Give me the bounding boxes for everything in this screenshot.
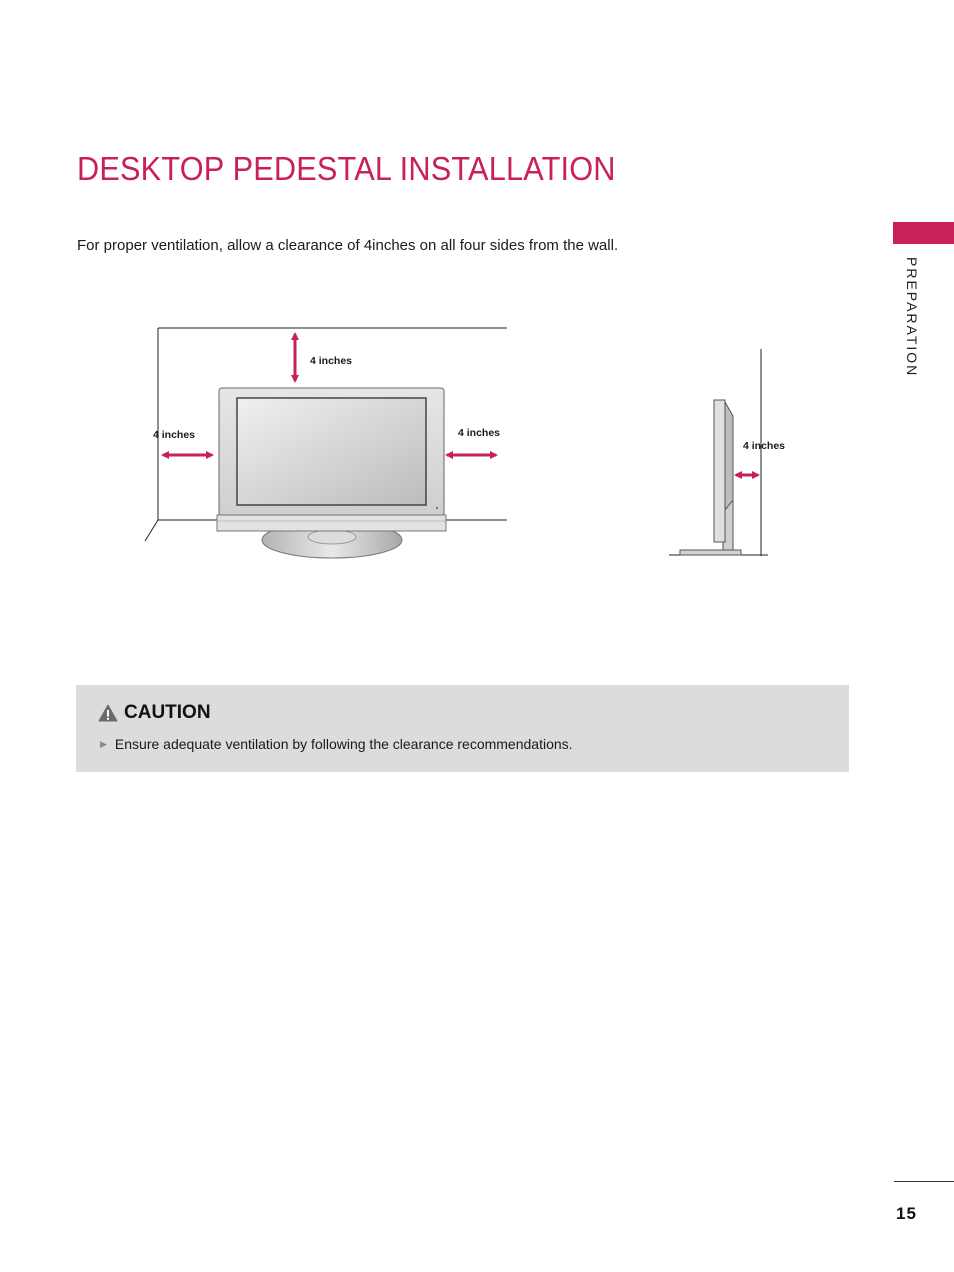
caution-item-text: Ensure adequate ventilation by following… bbox=[114, 736, 573, 752]
section-tab-marker bbox=[893, 222, 954, 244]
caution-item: ▶ Ensure adequate ventilation by followi… bbox=[100, 736, 573, 752]
front-view: 4 inches 4 inches 4 inches bbox=[144, 327, 507, 559]
top-clearance-label: 4 inches bbox=[310, 355, 352, 367]
footer-rule bbox=[894, 1181, 954, 1182]
tv-side bbox=[679, 399, 742, 556]
left-clearance-label: 4 inches bbox=[153, 429, 195, 441]
rear-clearance-label: 4 inches bbox=[743, 440, 785, 452]
caution-box: CAUTION ▶ Ensure adequate ventilation by… bbox=[76, 685, 849, 772]
page-title: DESKTOP PEDESTAL INSTALLATION bbox=[77, 150, 616, 187]
warning-triangle-icon bbox=[98, 704, 118, 722]
intro-text: For proper ventilation, allow a clearanc… bbox=[77, 237, 619, 254]
triangle-bullet-icon: ▶ bbox=[100, 738, 107, 749]
side-view: 4 inches bbox=[669, 349, 785, 556]
page-number: 15 bbox=[896, 1204, 917, 1223]
ventilation-clearance-diagram: 4 inches 4 inches 4 inches 4 inches bbox=[144, 327, 785, 559]
tv-front bbox=[216, 387, 447, 559]
caution-title: CAUTION bbox=[124, 702, 211, 723]
caution-header: CAUTION bbox=[98, 702, 211, 724]
right-clearance-label: 4 inches bbox=[458, 427, 500, 439]
section-tab-label: PREPARATION bbox=[904, 257, 920, 378]
clearance-arrows bbox=[161, 332, 498, 459]
